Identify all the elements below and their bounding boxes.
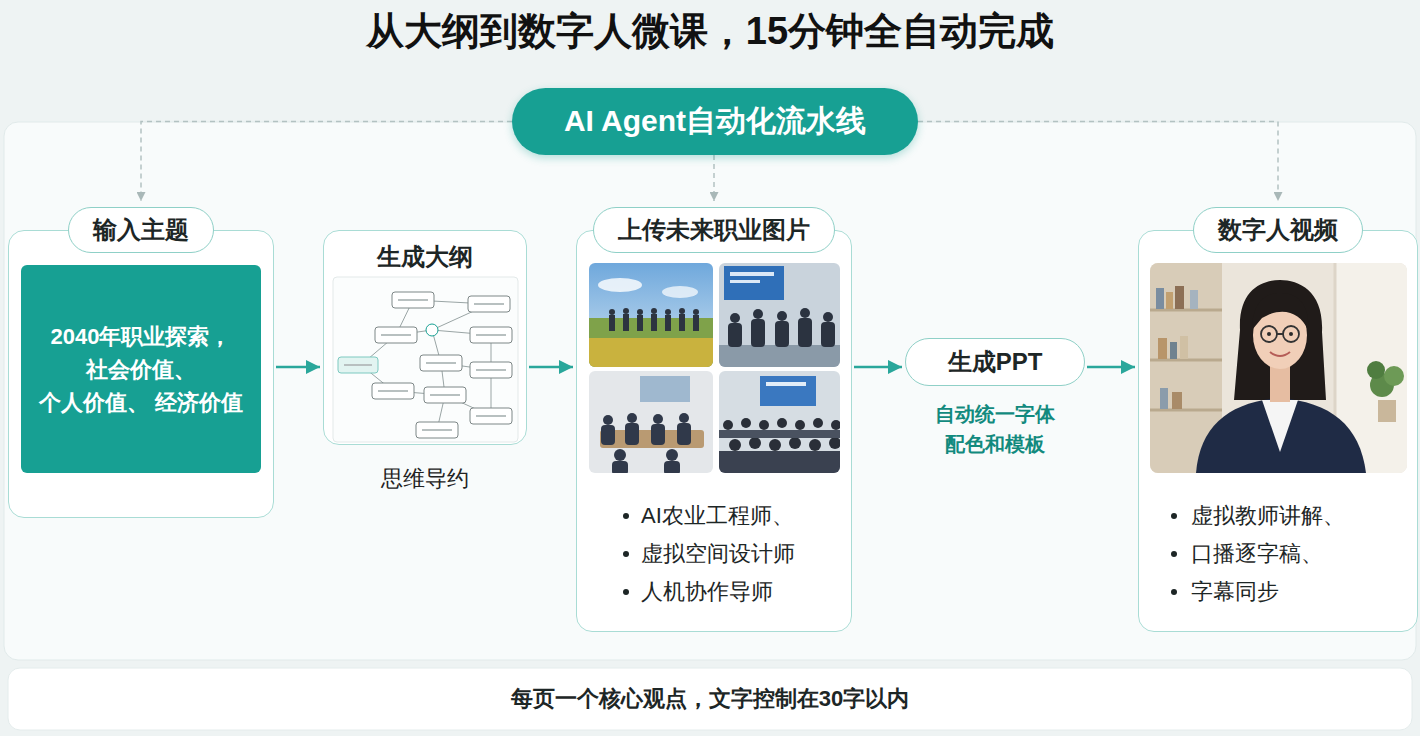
meeting-photo [719,263,840,367]
bullet-dot [623,513,629,519]
diagram-title: 从大纲到数字人微课，15分钟全自动完成 [0,6,1420,57]
pipeline-label: AI Agent自动化流水线 [564,101,866,142]
image-caption: 思维导约 [324,464,526,494]
step-panel: 上传未来职业图片AI农业工程师、虚拟空间设计师人机协作导师 [576,230,852,632]
panel-fill [8,230,274,518]
audience-photo [719,371,840,473]
dashed-arrow [918,122,1278,202]
bullet-text: 字幕同步 [1191,577,1279,607]
flow-arrow [854,366,902,369]
bullet-text: 人机协作导师 [641,577,773,607]
dashed-arrow [713,155,715,201]
step-panel: 数字人视频虚拟教师讲解、口播逐字稿、字幕同步 [1138,230,1418,632]
note-text: 每页一个核心观点，文字控制在30字以内 [511,684,909,714]
panel-header: 数字人视频 [1193,207,1363,253]
farm-photo [589,263,713,367]
panel-fill [576,230,852,632]
flow-arrow [529,366,573,369]
bullet-dot [623,551,629,557]
digital-teacher [1150,263,1407,473]
bullet-text: AI农业工程师、 [641,501,794,531]
pipeline-pill: AI Agent自动化流水线 [512,88,918,155]
bullet-dot [623,589,629,595]
panel-fill [1138,230,1418,632]
bullet-text: 口播逐字稿、 [1191,539,1323,569]
step-pill: 生成PPT自动统一字体 配色和模板 [905,338,1085,386]
panel-header: 上传未来职业图片 [593,207,835,253]
mind-map [333,277,518,442]
flow-arrow [1087,366,1135,369]
step-note: 自动统一字体 配色和模板 [896,399,1094,459]
band-fill [8,668,1412,730]
step-panel: 输入主题2040年职业探索， 社会价值、 个人价值、 经济价值 [8,230,274,518]
office-photo [589,371,713,473]
dashed-arrow [141,122,512,202]
topic-text: 2040年职业探索， 社会价值、 个人价值、 经济价值 [33,320,249,419]
bullet-dot [1171,551,1177,557]
panel-header: 输入主题 [68,207,214,253]
panel-header: 生成大纲 [324,241,526,273]
bullet-text: 虚拟教师讲解、 [1191,501,1345,531]
panel-fill [323,230,527,445]
bullet-dot [1171,513,1177,519]
topic-box: 2040年职业探索， 社会价值、 个人价值、 经济价值 [21,265,261,473]
note-band: 每页一个核心观点，文字控制在30字以内 [8,668,1412,730]
flow-arrow [276,366,320,369]
bullet-text: 虚拟空间设计师 [641,539,795,569]
content-area [4,122,1416,660]
bullet-dot [1171,589,1177,595]
step-label: 生成PPT [948,346,1043,378]
step-panel: 生成大纲思维导约 [323,230,527,445]
